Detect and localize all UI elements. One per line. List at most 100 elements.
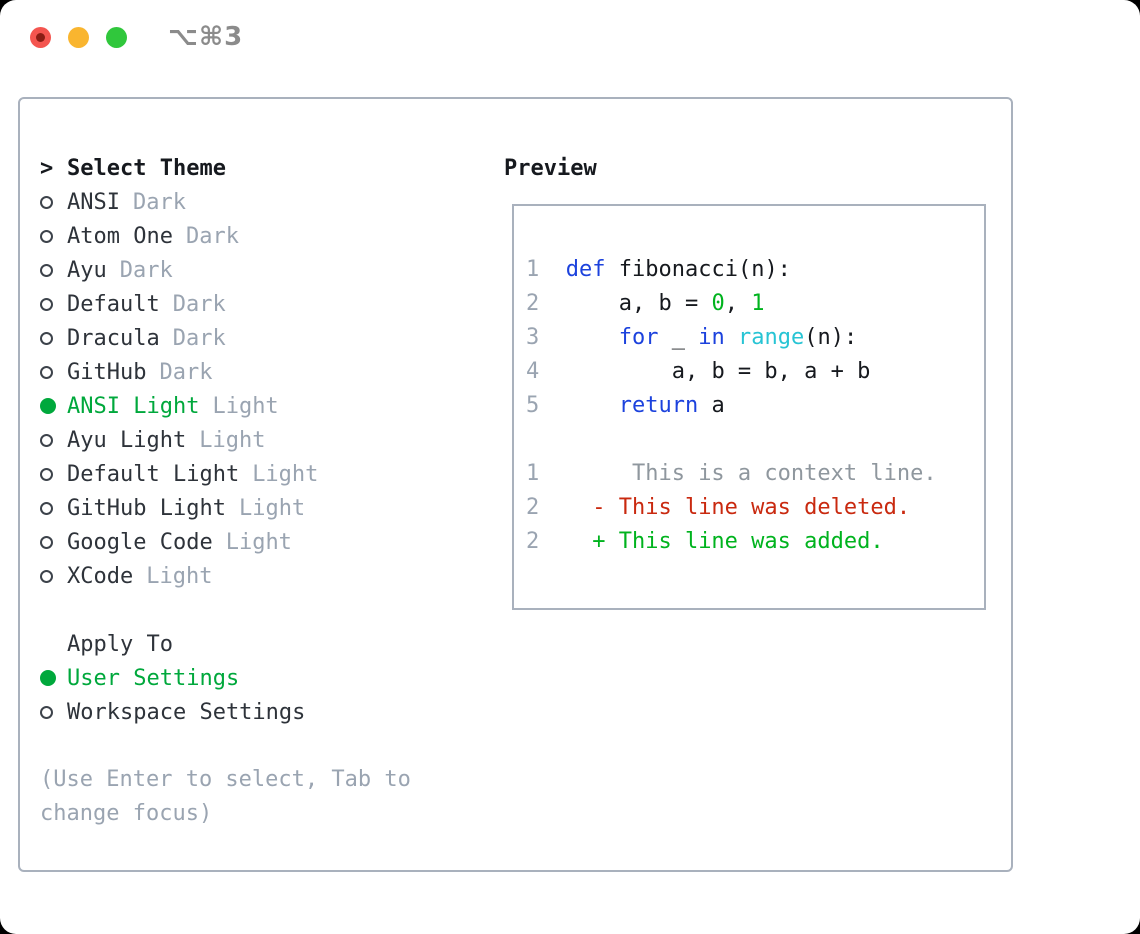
line-number: 2 bbox=[526, 529, 540, 554]
theme-option-dracula-dark[interactable]: Dracula Dark bbox=[40, 321, 490, 355]
theme-name: ANSI bbox=[67, 189, 120, 215]
code-line: 1 def fibonacci(n): bbox=[526, 253, 974, 287]
line-number: 2 bbox=[526, 495, 540, 520]
radio-unselected-icon bbox=[40, 569, 53, 583]
code-token: a, b = b, a + b bbox=[565, 359, 871, 384]
radio-unselected-icon bbox=[40, 331, 53, 345]
line-number: 2 bbox=[526, 291, 540, 316]
code-token: (n): bbox=[804, 325, 858, 350]
line-number: 3 bbox=[526, 325, 540, 350]
apply-option-workspace-settings[interactable]: Workspace Settings bbox=[40, 695, 490, 729]
zoom-button[interactable] bbox=[106, 26, 127, 48]
theme-badge: Dark bbox=[185, 223, 239, 249]
diff-deleted-line: 2 - This line was deleted. bbox=[526, 491, 974, 525]
select-theme-header: > Select Theme bbox=[40, 151, 490, 185]
diff-added-line: 2 + This line was added. bbox=[526, 525, 974, 559]
theme-badge: Light bbox=[146, 563, 213, 589]
apply-to-header: Apply To bbox=[40, 627, 490, 661]
spacer bbox=[40, 729, 490, 763]
line-number: 4 bbox=[526, 359, 540, 384]
prompt-icon: > bbox=[40, 155, 54, 181]
radio-unselected-icon bbox=[40, 705, 53, 719]
code-token bbox=[566, 393, 619, 418]
code-line: 2 a, b = 0, 1 bbox=[526, 287, 974, 321]
theme-badge: Dark bbox=[172, 325, 226, 351]
radio-selected-icon bbox=[40, 670, 56, 686]
apply-option-user-settings[interactable]: User Settings bbox=[40, 661, 490, 695]
theme-name: GitHub Light bbox=[67, 495, 226, 521]
apply-to-label: Apply To bbox=[67, 631, 173, 657]
diff-context-line: 1 This is a context line. bbox=[526, 457, 974, 491]
titlebar: ⌥⌘3 bbox=[0, 0, 1140, 74]
line-number: 5 bbox=[526, 393, 540, 418]
code-token: _ bbox=[658, 325, 699, 350]
theme-option-ansi-light[interactable]: ANSI Light Light bbox=[40, 389, 490, 423]
apply-option-name: User Settings bbox=[67, 665, 240, 691]
radio-unselected-icon bbox=[40, 467, 53, 481]
theme-name: Ayu bbox=[67, 257, 107, 283]
close-button[interactable] bbox=[30, 26, 51, 48]
radio-unselected-icon bbox=[40, 229, 53, 243]
close-dot-icon bbox=[36, 32, 45, 42]
preview-box: 1 def fibonacci(n): 2 a, b = 0, 1 3 for … bbox=[512, 204, 986, 610]
radio-unselected-icon bbox=[40, 365, 53, 379]
section-title: Select Theme bbox=[67, 155, 226, 181]
keyword-token: for bbox=[618, 325, 659, 350]
theme-option-ayu-light[interactable]: Ayu Light Light bbox=[40, 423, 490, 457]
theme-badge: Dark bbox=[172, 291, 226, 317]
theme-badge: Dark bbox=[132, 189, 186, 215]
theme-name: Ayu Light bbox=[67, 427, 187, 453]
radio-unselected-icon bbox=[40, 501, 53, 515]
minimize-button[interactable] bbox=[68, 26, 89, 48]
line-number: 1 bbox=[526, 461, 540, 486]
theme-badge: Light bbox=[199, 427, 266, 453]
blank-line bbox=[526, 423, 974, 457]
function-token: range bbox=[737, 325, 805, 350]
code-token bbox=[725, 325, 738, 350]
literal-token: 1 bbox=[751, 291, 765, 316]
radio-unselected-icon bbox=[40, 535, 53, 549]
theme-option-default-dark[interactable]: Default Dark bbox=[40, 287, 490, 321]
keyboard-hint-line1: (Use Enter to select, Tab to bbox=[40, 767, 411, 792]
spacer bbox=[40, 593, 490, 627]
preview-title: Preview bbox=[504, 155, 597, 181]
code-token: a bbox=[698, 393, 725, 418]
theme-option-github-light[interactable]: GitHub Light Light bbox=[40, 491, 490, 525]
theme-badge: Light bbox=[225, 529, 292, 555]
theme-name: Dracula bbox=[67, 325, 160, 351]
radio-unselected-icon bbox=[40, 297, 53, 311]
theme-option-ayu-dark[interactable]: Ayu Dark bbox=[40, 253, 490, 287]
theme-name: ANSI Light bbox=[67, 393, 200, 419]
theme-name: Default Light bbox=[67, 461, 240, 487]
keyword-token: def bbox=[565, 257, 606, 282]
literal-token: 0 bbox=[711, 291, 725, 316]
radio-unselected-icon bbox=[40, 433, 53, 447]
code-token: fibonacci(n): bbox=[605, 257, 791, 282]
theme-name: GitHub bbox=[67, 359, 147, 385]
theme-name: Default bbox=[67, 291, 160, 317]
theme-badge: Dark bbox=[159, 359, 213, 385]
theme-option-google-code[interactable]: Google Code Light bbox=[40, 525, 490, 559]
radio-selected-icon bbox=[40, 398, 56, 414]
keyboard-hint-line2: change focus) bbox=[40, 801, 213, 826]
code-token bbox=[566, 325, 619, 350]
theme-badge: Light bbox=[238, 495, 306, 521]
radio-unselected-icon bbox=[40, 263, 53, 277]
code-line: 4 a, b = b, a + b bbox=[526, 355, 974, 389]
added-token: + This line was added. bbox=[539, 529, 884, 554]
theme-name: Atom One bbox=[67, 223, 173, 249]
theme-option-ansi-dark[interactable]: ANSI Dark bbox=[40, 185, 490, 219]
code-token: a, b = bbox=[565, 291, 712, 316]
theme-badge: Dark bbox=[119, 257, 173, 283]
code-line: 5 return a bbox=[526, 389, 974, 423]
theme-badge: Light bbox=[212, 393, 279, 419]
theme-name: Google Code bbox=[67, 529, 213, 555]
theme-option-atom-one-dark[interactable]: Atom One Dark bbox=[40, 219, 490, 253]
code-line: 3 for _ in range(n): bbox=[526, 321, 974, 355]
apply-option-name: Workspace Settings bbox=[67, 699, 306, 725]
theme-option-github-dark[interactable]: GitHub Dark bbox=[40, 355, 490, 389]
